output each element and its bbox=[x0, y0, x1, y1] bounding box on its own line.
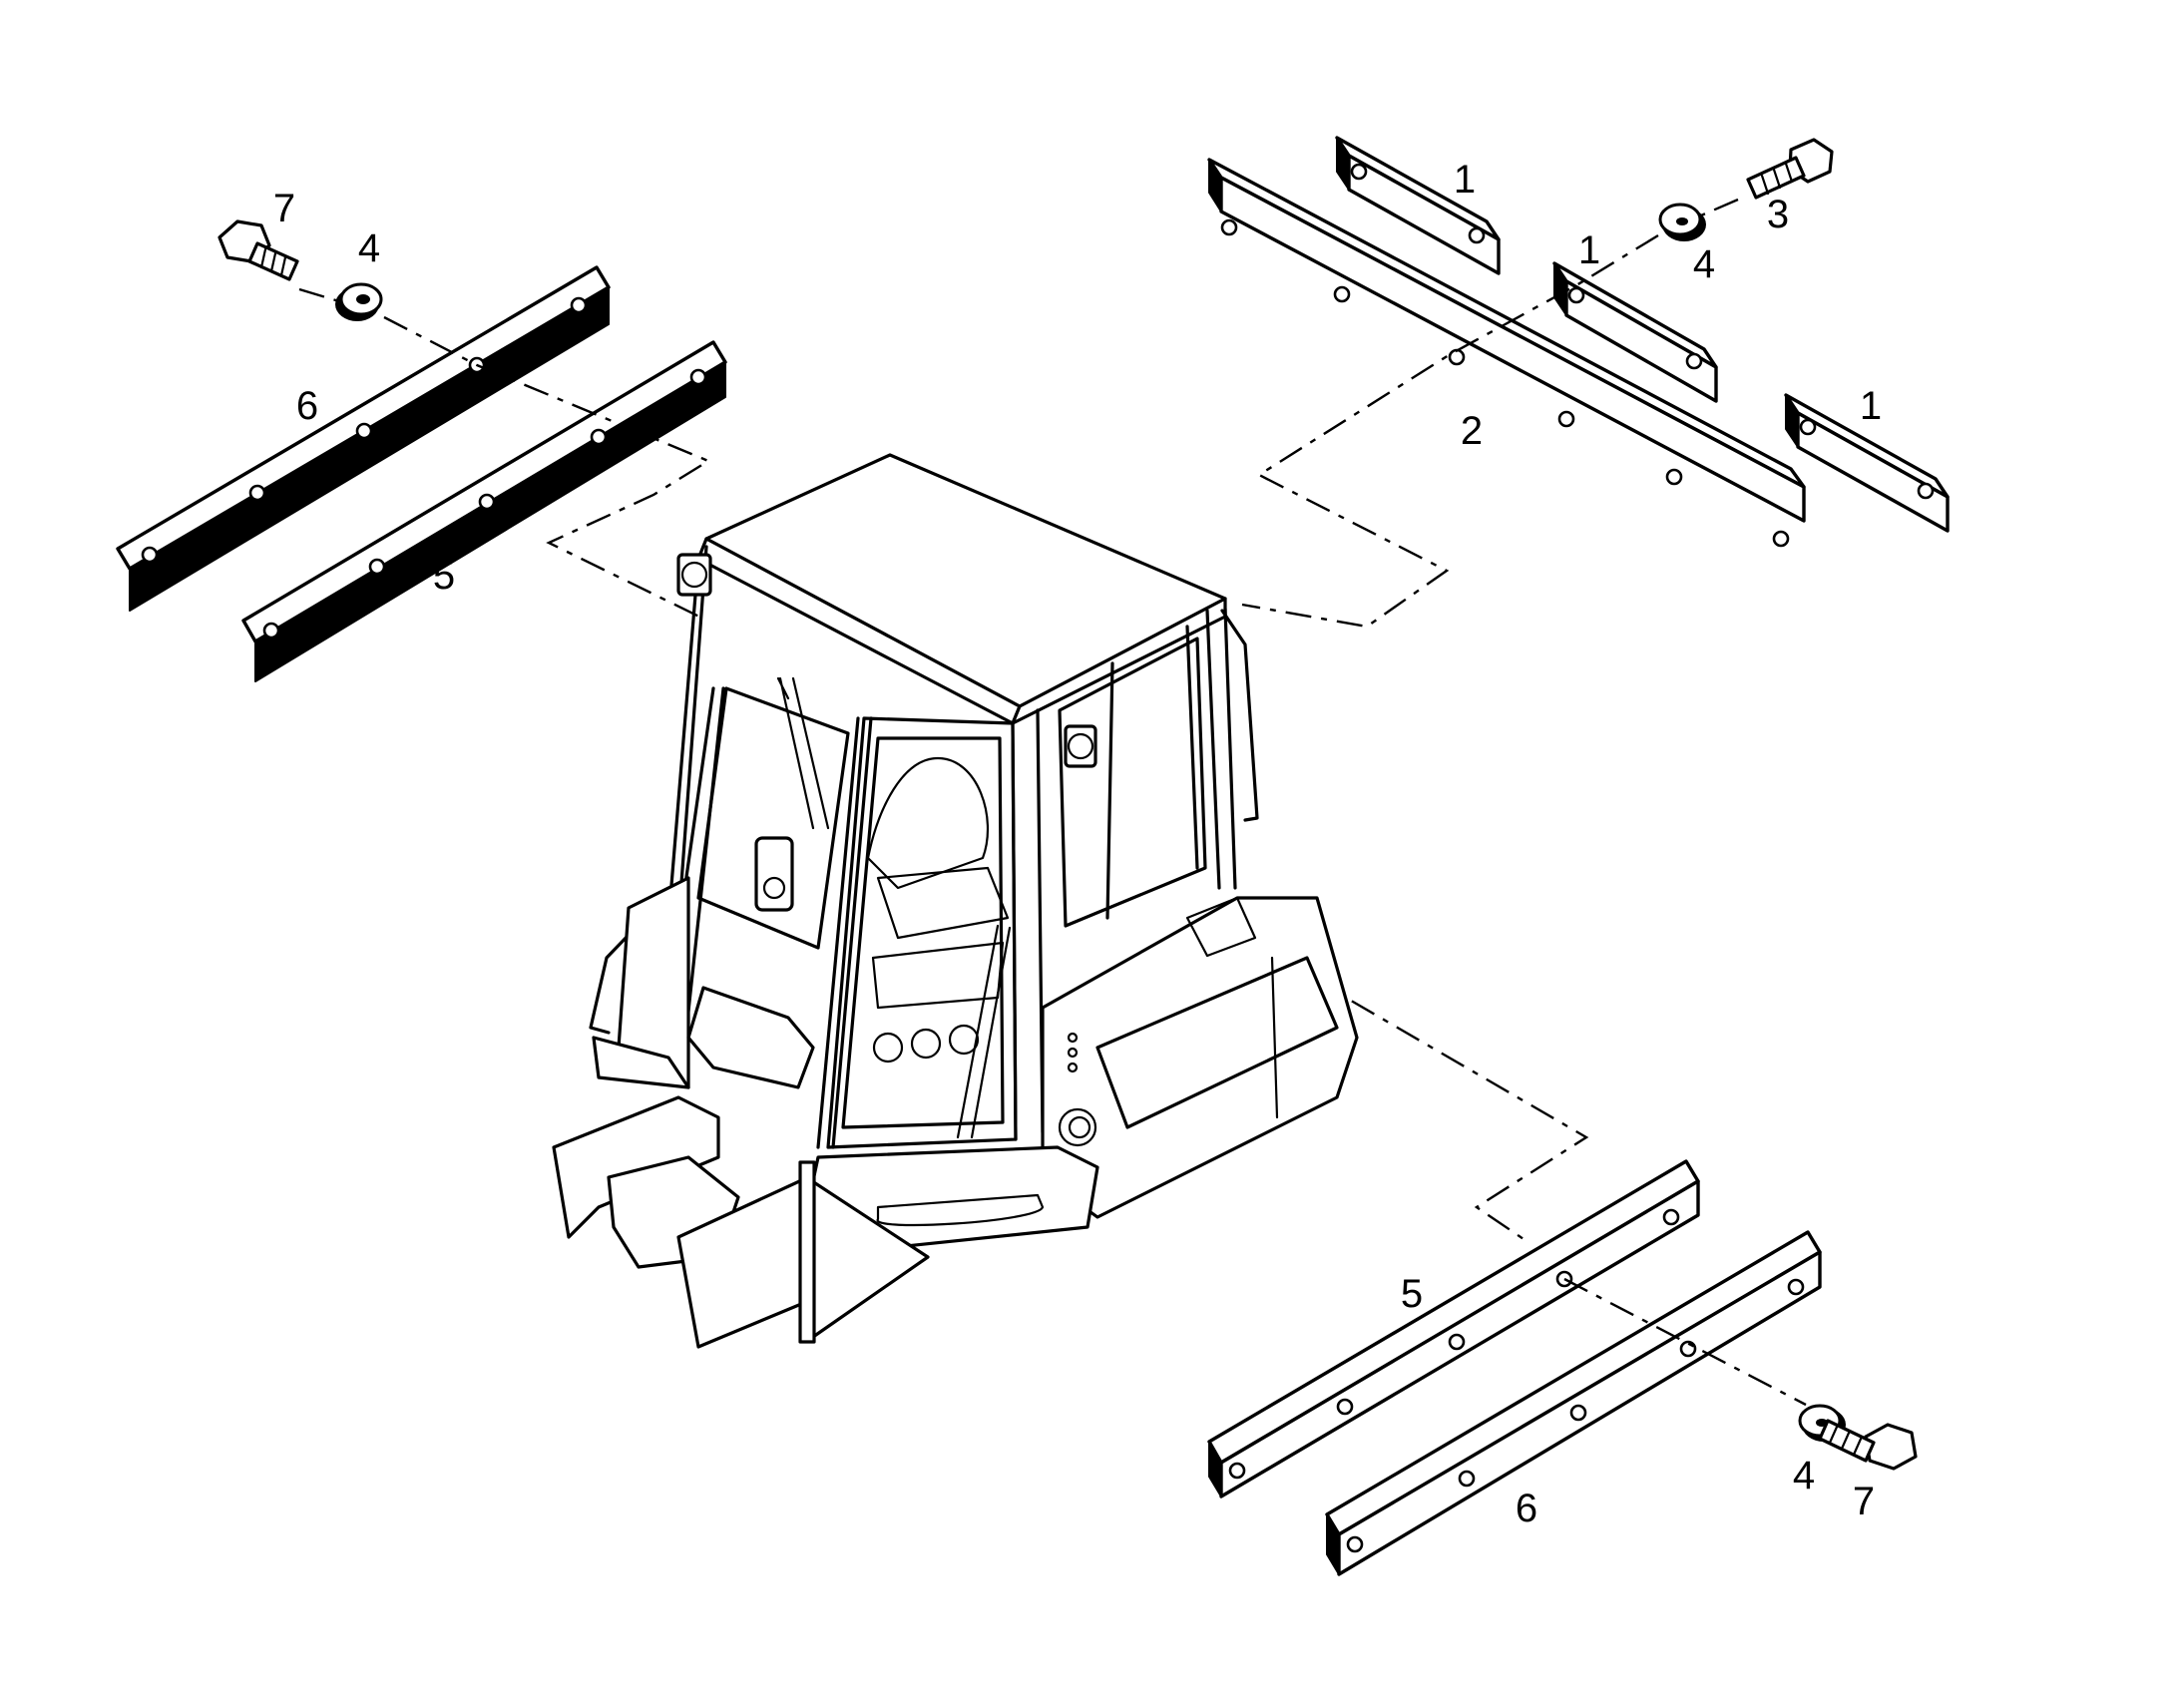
plate-6-right bbox=[1325, 1230, 1822, 1576]
bolt-3 bbox=[1746, 138, 1834, 200]
callout-c1b: 1 bbox=[1578, 228, 1600, 272]
bolt-7-right bbox=[1818, 1419, 1918, 1471]
washer-4-top-right bbox=[1658, 203, 1706, 241]
callout-c7b: 7 bbox=[1853, 1480, 1875, 1523]
callout-c6b: 6 bbox=[1516, 1487, 1537, 1530]
callout-c1c: 1 bbox=[1860, 384, 1882, 428]
callout-c2: 2 bbox=[1461, 409, 1483, 453]
callout-c1a: 1 bbox=[1454, 158, 1476, 202]
bolt-7-left bbox=[218, 219, 299, 281]
plate-1-right bbox=[1784, 393, 1950, 533]
plate-6-left bbox=[116, 265, 611, 612]
callout-c4c: 4 bbox=[1793, 1454, 1815, 1497]
cab-assembly bbox=[552, 453, 1359, 1349]
callout-c6a: 6 bbox=[296, 384, 318, 428]
callout-c5a: 5 bbox=[433, 554, 455, 598]
callout-c7a: 7 bbox=[273, 187, 295, 230]
plate-5-left bbox=[241, 340, 727, 682]
plate-5-right bbox=[1207, 1159, 1700, 1498]
callout-c4a: 4 bbox=[358, 226, 380, 270]
washer-4-left bbox=[335, 282, 383, 321]
plate-1-middle bbox=[1552, 261, 1718, 403]
plate-2 bbox=[1207, 158, 1806, 548]
callout-c3: 3 bbox=[1767, 193, 1789, 236]
callout-c5b: 5 bbox=[1401, 1272, 1423, 1316]
callout-c4b: 4 bbox=[1693, 242, 1715, 286]
plate-1-top bbox=[1335, 136, 1501, 275]
